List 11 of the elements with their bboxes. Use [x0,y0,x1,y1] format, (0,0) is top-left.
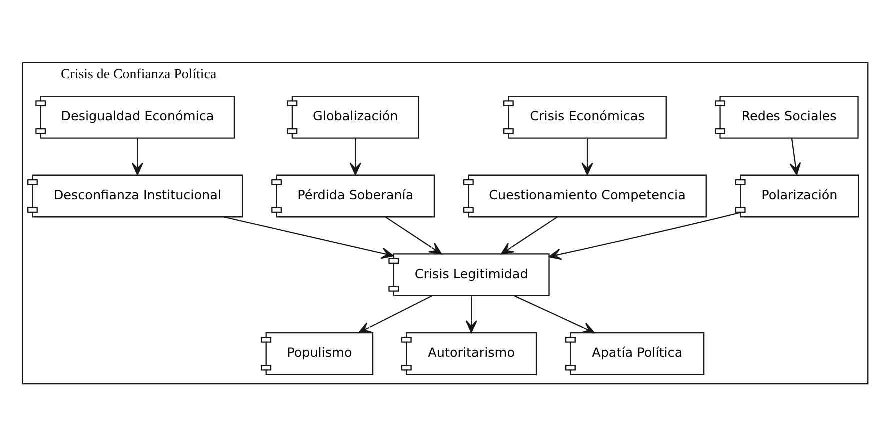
arrow [548,212,741,260]
arrow [790,138,802,176]
arrow [501,216,558,255]
arrow [514,296,596,334]
arrow [358,296,432,334]
arrow [132,138,144,176]
arrow [385,216,442,255]
arrow [350,138,362,176]
arrow [466,296,478,334]
arrow [224,216,394,260]
arrow [582,138,594,176]
